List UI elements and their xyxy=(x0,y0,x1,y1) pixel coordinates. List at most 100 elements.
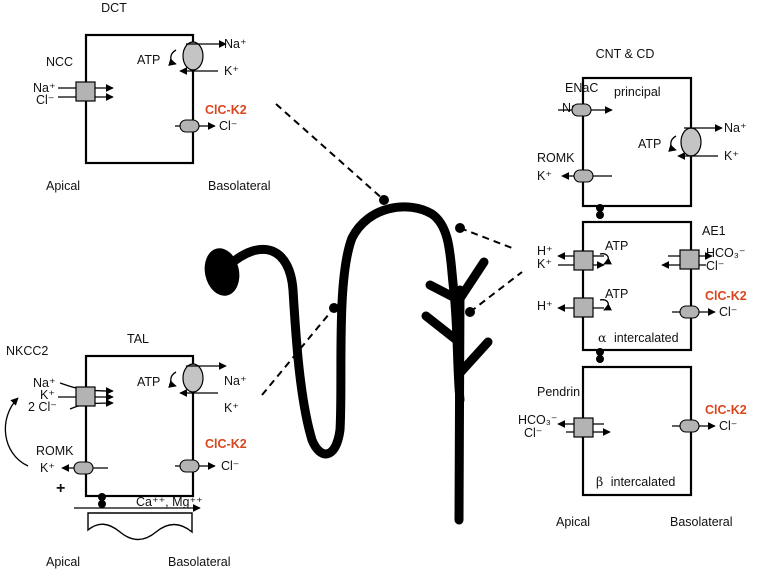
principal-romk-label: ROMK xyxy=(537,151,575,165)
ae1-exchanger-icon xyxy=(679,249,700,270)
beta-cl-label: Cl⁻ xyxy=(524,426,542,440)
dct-atp-curl-icon xyxy=(168,49,177,66)
cnt-pointer-2 xyxy=(469,271,523,313)
pendrin-label: Pendrin xyxy=(537,385,580,399)
tal-2cl-label: 2 Cl⁻ xyxy=(28,400,57,414)
nkcc2-transporter-icon xyxy=(75,386,96,407)
beta-intercalated-label: β intercalated xyxy=(596,474,675,489)
tal-tight-junction-icon xyxy=(98,493,106,508)
pendrin-exchanger-icon xyxy=(573,417,594,438)
tal-k-label: K⁺ xyxy=(40,388,55,402)
beta-clc-k2-label: ClC-K2 xyxy=(705,403,747,417)
collecting-duct xyxy=(454,285,465,525)
principal-na-k-pump-icon xyxy=(680,127,702,157)
dct-pointer-dot xyxy=(379,195,389,205)
cnt-pointer-2-dot xyxy=(465,307,475,317)
tal-pump-na-label: Na⁺ xyxy=(224,374,247,388)
alpha-clc-k2-label: ClC-K2 xyxy=(705,289,747,303)
dct-clc-k2-channel-icon xyxy=(179,119,200,133)
cnt-cd-panel: CNT & CD principal ENaC Na⁺ ROMK K⁺ ATP … xyxy=(518,47,747,529)
principal-cell xyxy=(581,76,693,208)
proximal-tubule-and-loop xyxy=(223,202,465,459)
alpha-atp2-curl-icon xyxy=(599,299,613,311)
alpha-k-label: K⁺ xyxy=(537,257,552,271)
collecting-branch-1 xyxy=(454,337,493,379)
dct-panel: DCT NCC Na⁺ Cl⁻ ATP Na⁺ K⁺ ClC-K2 Cl⁻ Ap… xyxy=(33,1,271,193)
tal-clc-cl-label: Cl⁻ xyxy=(221,459,239,473)
tal-atp-curl-icon xyxy=(168,371,177,388)
tal-apical-label: Apical xyxy=(46,555,80,569)
alpha-intercalated-cell xyxy=(581,220,693,352)
dct-clc-k2-label: ClC-K2 xyxy=(205,103,247,117)
dct-cell xyxy=(84,33,195,165)
enac-channel-icon xyxy=(571,103,592,117)
tal-romk-channel-icon xyxy=(73,461,94,475)
dct-na-label: Na⁺ xyxy=(33,81,56,95)
tal-basolateral-label: Basolateral xyxy=(168,555,231,569)
beta-clc-k2-channel-icon xyxy=(679,419,700,433)
beta-hco3-label: HCO₃⁻ xyxy=(518,413,557,427)
tal-pump-k-label: K⁺ xyxy=(224,401,239,415)
pointer-lines xyxy=(261,103,523,396)
principal-romk-channel-icon xyxy=(573,169,594,183)
principal-alpha-junction-icon xyxy=(596,204,604,219)
dct-title: DCT xyxy=(101,1,127,15)
dct-na-k-pump-icon xyxy=(182,41,204,71)
alpha-h2-label: H⁺ xyxy=(537,299,553,313)
dct-clc-cl-label: Cl⁻ xyxy=(219,119,237,133)
tal-romk-k-label: K⁺ xyxy=(40,461,55,475)
cnt-apical-label: Apical xyxy=(556,515,590,529)
principal-pump-k-label: K⁺ xyxy=(724,149,739,163)
nephron-tubule xyxy=(204,202,493,525)
tal-pointer xyxy=(261,307,335,396)
dct-atp-label: ATP xyxy=(137,53,160,67)
tal-clc-k2-channel-icon xyxy=(179,459,200,473)
beta-clc-cl-label: Cl⁻ xyxy=(719,419,737,433)
glomerulus xyxy=(204,248,240,296)
tal-clc-k2-label: ClC-K2 xyxy=(205,437,247,451)
alpha-h-label: H⁺ xyxy=(537,244,553,258)
alpha-atp1-curl-icon xyxy=(599,253,613,265)
alpha-clc-cl-label: Cl⁻ xyxy=(719,305,737,319)
dct-cl-label: Cl⁻ xyxy=(36,93,54,107)
principal-pump-na-label: Na⁺ xyxy=(724,121,747,135)
alpha-beta-junction-icon xyxy=(596,348,604,363)
lumen-positive-sign: + xyxy=(56,480,65,497)
enac-label: ENaC xyxy=(565,81,598,95)
ae1-label: AE1 xyxy=(702,224,726,238)
ncc-transporter-icon xyxy=(75,81,96,102)
tal-pointer-dot xyxy=(329,303,339,313)
tal-na-label: Na⁺ xyxy=(33,376,56,390)
dct-basolateral-label: Basolateral xyxy=(208,179,271,193)
principal-romk-k-label: K⁺ xyxy=(537,169,552,183)
tal-title: TAL xyxy=(127,332,149,346)
ncc-label: NCC xyxy=(46,55,73,69)
dct-pointer xyxy=(275,103,385,201)
tal-cell xyxy=(84,354,195,498)
cnt-pointer-1 xyxy=(459,227,513,249)
collecting-branch-4 xyxy=(454,257,489,305)
tal-next-cell-wavy-icon xyxy=(87,512,193,541)
h-k-atpase-icon xyxy=(573,250,594,271)
alpha-clc-k2-channel-icon xyxy=(679,305,700,319)
alpha-hco3-label: HCO₃⁻ xyxy=(706,246,745,260)
tal-na-k-pump-icon xyxy=(182,363,204,393)
alpha-cl-label: Cl⁻ xyxy=(706,259,724,273)
dct-apical-label: Apical xyxy=(46,179,80,193)
tal-romk-label: ROMK xyxy=(36,444,74,458)
dct-pump-na-label: Na⁺ xyxy=(224,37,247,51)
tal-panel: TAL NKCC2 Na⁺ K⁺ 2 Cl⁻ ROMK K⁺ + ATP Na⁺… xyxy=(4,332,247,569)
tal-atp-label: ATP xyxy=(137,375,160,389)
alpha-intercalated-label: α intercalated xyxy=(598,330,679,345)
nkcc2-label: NKCC2 xyxy=(6,344,48,358)
h-atpase-icon xyxy=(573,297,594,318)
collecting-branch-2 xyxy=(421,311,464,347)
collecting-branch-3 xyxy=(425,280,464,305)
principal-atp-curl-icon xyxy=(668,135,677,152)
dct-pump-k-label: K⁺ xyxy=(224,64,239,78)
cnt-pointer-1-dot xyxy=(455,223,465,233)
principal-atp-label: ATP xyxy=(638,137,661,151)
cnt-basolateral-label: Basolateral xyxy=(670,515,733,529)
principal-label: principal xyxy=(614,85,661,99)
